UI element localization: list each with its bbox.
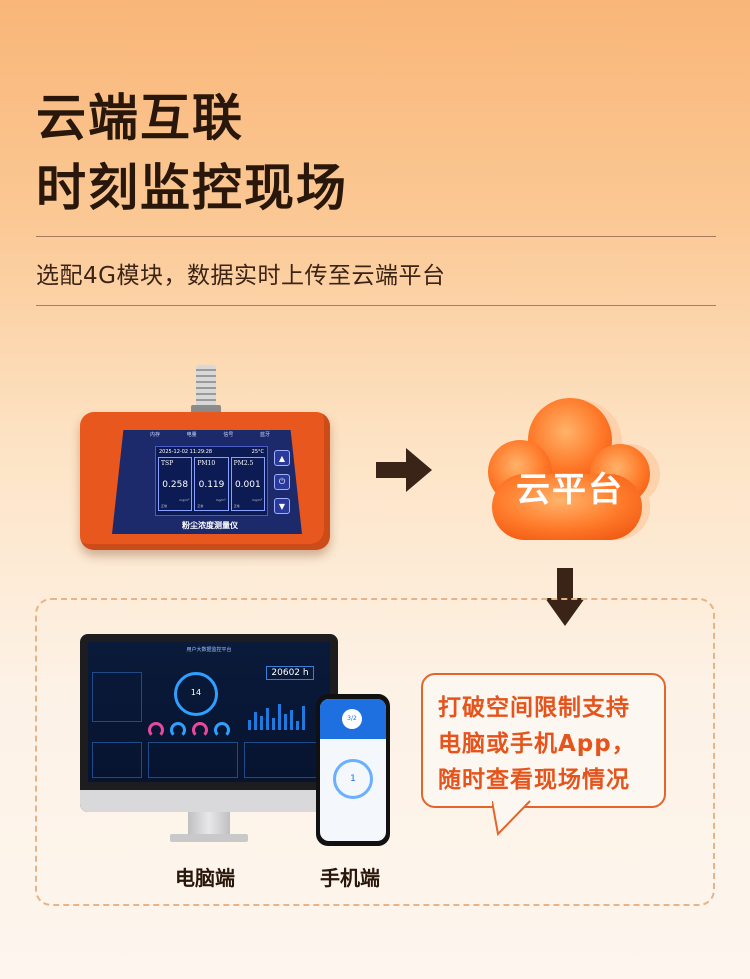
monitor-screen: 用户大数据监控平台 20602 h 14 [88, 642, 330, 782]
heading-line-1: 云端互联 [36, 89, 244, 147]
heading-line-2: 时刻监控现场 [36, 159, 348, 217]
reading-status: 正常 [161, 504, 168, 508]
access-panel [35, 598, 715, 906]
up-arrow-icon: ▲ [274, 450, 290, 466]
dashboard-panel [92, 742, 142, 778]
reading-value: 0.258 [162, 480, 189, 490]
cloud-label: 云平台 [516, 470, 624, 510]
device-screen: 2025-12-02 11:29:28 25°C TSP 0.258 mg/m³… [155, 446, 268, 516]
phone-badge: 3/2 [342, 709, 362, 729]
sensor-probe [196, 365, 216, 413]
monitor-chin [80, 790, 338, 812]
dashboard-ring [174, 672, 218, 716]
reading-value: 0.119 [198, 480, 225, 490]
arrow-right-icon [376, 448, 432, 492]
device-temperature: 25°C [251, 449, 264, 455]
reading-label: PM10 [197, 460, 216, 467]
dashboard-title: 用户大数据监控平台 [186, 647, 232, 653]
subtitle: 选配4G模块，数据实时上传至云端平台 [36, 263, 446, 289]
gauge [192, 722, 208, 738]
arrow-down-icon [545, 568, 585, 626]
reading-label: PM2.5 [233, 460, 254, 467]
bubble-line-3: 随时查看现场情况 [438, 767, 630, 793]
device-icon-label: 内存 [150, 432, 161, 438]
dashboard-panel [244, 742, 326, 778]
down-arrow-icon: ▼ [274, 498, 290, 514]
reading-unit: mg/m³ [215, 498, 226, 502]
reading-cell-pm25: PM2.5 0.001 mg/m³ 正常 [230, 457, 265, 511]
dashboard-counter: 20602 h [266, 666, 314, 680]
reading-unit: mg/m³ [179, 498, 190, 502]
device-label: 粉尘浓度测量仪 [182, 521, 238, 530]
phone-screen: 3/2 1 [320, 699, 386, 841]
bubble-line-1: 打破空间限制支持 [438, 695, 630, 721]
bubble-line-2: 电脑或手机App， [438, 731, 636, 757]
divider-bottom [36, 305, 716, 306]
reading-status: 正常 [197, 504, 204, 508]
bubble-tail [492, 800, 531, 836]
device-datetime: 2025-12-02 11:29:28 [159, 449, 213, 455]
reading-cell-pm10: PM10 0.119 mg/m³ 正常 [194, 457, 229, 511]
dashboard-panel [92, 672, 142, 722]
reading-unit: mg/m³ [252, 498, 262, 502]
device-icon-label: 信号 [223, 432, 234, 438]
caption-phone: 手机端 [320, 866, 380, 890]
phone-ring: 1 [333, 759, 373, 799]
speech-bubble [421, 673, 666, 808]
dashboard-ring-value: 14 [190, 688, 202, 697]
device-icon-label: 蓝牙 [259, 432, 270, 438]
cloud-icon [488, 398, 660, 540]
gauge [214, 722, 230, 738]
reading-value: 0.001 [234, 480, 261, 490]
device-icon-label: 电量 [186, 432, 197, 438]
dashboard-panel [148, 742, 238, 778]
gauge [148, 722, 164, 738]
dashboard-gauges [148, 722, 230, 738]
device-buttons: ▲ ⏻ ▼ [274, 450, 290, 514]
monitor-base [170, 834, 248, 842]
reading-status: 正常 [233, 504, 240, 508]
caption-computer: 电脑端 [175, 866, 235, 890]
device-status-icons: 内存 电量 信号 蓝牙 [150, 431, 270, 438]
reading-label: TSP [161, 460, 174, 467]
divider-top [36, 236, 716, 237]
reading-cell-tsp: TSP 0.258 mg/m³ 正常 [158, 457, 193, 511]
gauge [170, 722, 186, 738]
power-icon: ⏻ [274, 474, 290, 490]
monitor-stand [188, 812, 230, 836]
dashboard-bars [248, 700, 305, 730]
